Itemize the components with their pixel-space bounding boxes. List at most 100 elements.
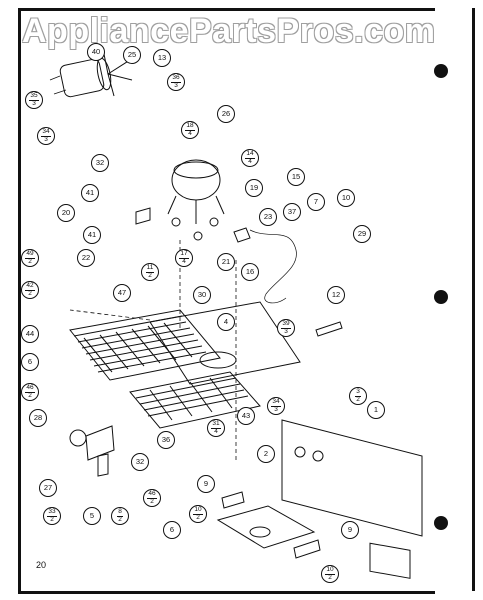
callout-label: 15 <box>287 168 305 186</box>
callout-number: 34 <box>41 128 51 137</box>
callout-number: 39 <box>281 320 291 329</box>
callout-number: 37 <box>287 207 297 217</box>
callout-number: 1 <box>373 405 379 415</box>
callout-number: 26 <box>221 109 231 119</box>
bracket <box>315 321 343 337</box>
callout-circle <box>113 284 131 302</box>
callout-number: 7 <box>313 197 319 207</box>
callout-quantity: 2 <box>356 395 360 403</box>
callout-number: 11 <box>145 264 155 273</box>
callout-number: 5 <box>89 511 95 521</box>
callout-label: 13 <box>153 49 171 67</box>
callout-label: 10 <box>337 189 355 207</box>
callout-quantity: 2 <box>28 391 32 399</box>
callout-label: 19 <box>245 179 263 197</box>
callout-number: 8 <box>117 508 123 517</box>
callout-circle <box>283 203 301 221</box>
callout-circle <box>123 46 141 64</box>
callout-number: 6 <box>169 525 175 535</box>
callout-number: 14 <box>245 150 255 159</box>
callout-number: 46 <box>25 384 35 393</box>
callout-circle <box>87 43 105 61</box>
bracket <box>85 425 115 461</box>
callout-circle <box>21 325 39 343</box>
callout-label: 37 <box>283 203 301 221</box>
callout-circle <box>57 204 75 222</box>
callout-number: 34 <box>271 398 281 407</box>
callout-number: 32 <box>135 457 145 467</box>
callout-label: 21 <box>217 253 235 271</box>
callout-number: 22 <box>81 253 91 263</box>
callout-label: 12 <box>327 286 345 304</box>
callout-number: 4 <box>223 317 229 327</box>
callout-circle <box>241 263 259 281</box>
callout-label: 26 <box>217 105 235 123</box>
callout-label: 16 <box>241 263 259 281</box>
callout-number: 12 <box>331 290 341 300</box>
callout-number: 41 <box>85 188 95 198</box>
callout-circle <box>21 353 39 371</box>
callout-circle <box>245 179 263 197</box>
callout-label: 25 <box>123 46 141 64</box>
evaporator-coil <box>129 371 261 429</box>
callout-quantity: 4 <box>214 427 218 435</box>
callout-number: 41 <box>87 230 97 240</box>
callout-number: 43 <box>241 411 251 421</box>
callout-label: 20 <box>57 204 75 222</box>
fan-hub <box>69 429 87 447</box>
binder-hole <box>434 516 448 530</box>
callout-label: 2 <box>257 445 275 463</box>
callout-label: 6 <box>21 353 39 371</box>
callout-circle <box>83 507 101 525</box>
callout-label: 41 <box>81 184 99 202</box>
callout-quantity: 3 <box>32 99 36 107</box>
callout-label: 47 <box>113 284 131 302</box>
callout-circle <box>157 431 175 449</box>
callout-circle <box>39 479 57 497</box>
callout-number: 13 <box>157 53 167 63</box>
callout-circle <box>91 154 109 172</box>
callout-number: 18 <box>185 122 195 131</box>
callout-circle <box>217 253 235 271</box>
wire-harness <box>249 229 297 304</box>
callout-number: 10 <box>193 506 203 515</box>
callout-number: 40 <box>91 47 101 57</box>
callout-number: 35 <box>29 92 39 101</box>
callout-number: 42 <box>25 282 35 291</box>
callout-circle <box>257 445 275 463</box>
callout-quantity: 2 <box>328 573 332 581</box>
callout-number: 44 <box>25 329 35 339</box>
callout-quantity: 3 <box>174 81 178 89</box>
base-pan <box>69 240 301 460</box>
callout-label: 22 <box>77 249 95 267</box>
condenser-coil <box>69 309 221 381</box>
callout-number: 32 <box>95 158 105 168</box>
callout-label: 44 <box>21 325 39 343</box>
callout-number: 36 <box>161 435 171 445</box>
drawing-frame <box>18 8 435 594</box>
callout-quantity: 3 <box>44 135 48 143</box>
callout-number: 20 <box>61 208 71 218</box>
callout-number: 10 <box>341 193 351 203</box>
callout-circle <box>77 249 95 267</box>
callout-number: 33 <box>47 508 57 517</box>
callout-label: 32 <box>131 453 149 471</box>
callout-circle <box>287 168 305 186</box>
callout-number: 6 <box>27 357 33 367</box>
callout-circle <box>337 189 355 207</box>
callout-number: 29 <box>357 229 367 239</box>
callout-number: 2 <box>263 449 269 459</box>
callout-circle <box>197 475 215 493</box>
callout-circle <box>237 407 255 425</box>
